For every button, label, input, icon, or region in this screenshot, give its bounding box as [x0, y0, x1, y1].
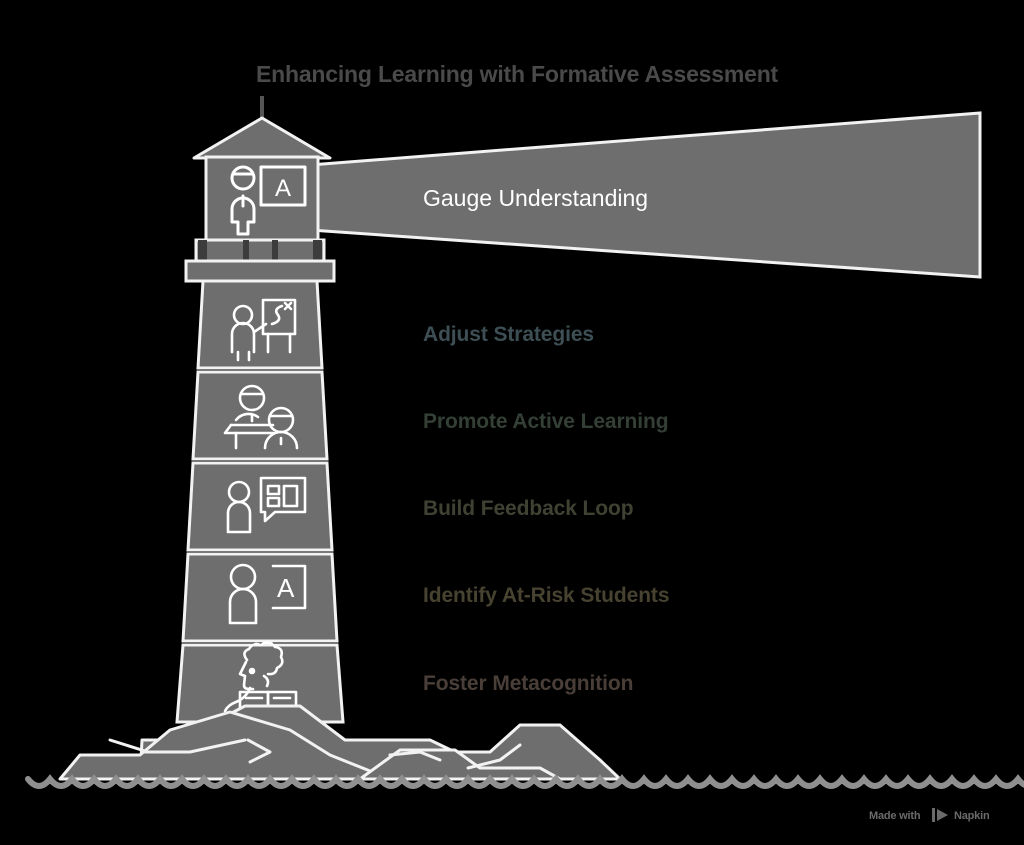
person-with-chart-speech-bubble-icon	[226, 476, 307, 534]
step-label-build-feedback-loop: Build Feedback Loop	[423, 497, 633, 520]
step-label-adjust-strategies: Adjust Strategies	[423, 323, 594, 346]
step-label-promote-active-learning: Promote Active Learning	[423, 410, 668, 433]
tower-section-1	[196, 279, 324, 370]
tower-section-2	[191, 370, 329, 461]
person-at-flipchart-icon	[230, 298, 297, 362]
tower-section-5	[175, 643, 345, 724]
gallery-deck	[184, 259, 336, 283]
watermark-prefix: Made with	[869, 810, 921, 822]
watermark-brand: Napkin	[954, 810, 990, 822]
page-title: Enhancing Learning with Formative Assess…	[256, 61, 779, 87]
svg-text:A: A	[275, 175, 291, 202]
lantern-roof	[192, 116, 332, 160]
watermark-bar-icon	[932, 808, 935, 822]
two-people-at-desk-icon	[223, 384, 299, 450]
beam-label: Gauge Understanding	[423, 185, 648, 211]
water-waves	[25, 774, 1024, 789]
rock-crevice-lines	[108, 738, 522, 770]
svg-text:A: A	[277, 573, 295, 603]
step-label-identify-at-risk-students: Identify At-Risk Students	[423, 584, 669, 607]
gallery-railing	[194, 238, 326, 264]
person-with-letter-a-sign-icon: A	[230, 165, 307, 236]
tower-section-4	[181, 552, 339, 643]
step-label-foster-metacognition: Foster Metacognition	[423, 672, 633, 695]
play-triangle-icon	[937, 809, 948, 821]
person-with-letter-a-card-icon: A	[228, 563, 307, 625]
napkin-watermark: Made with Napkin	[869, 808, 990, 822]
